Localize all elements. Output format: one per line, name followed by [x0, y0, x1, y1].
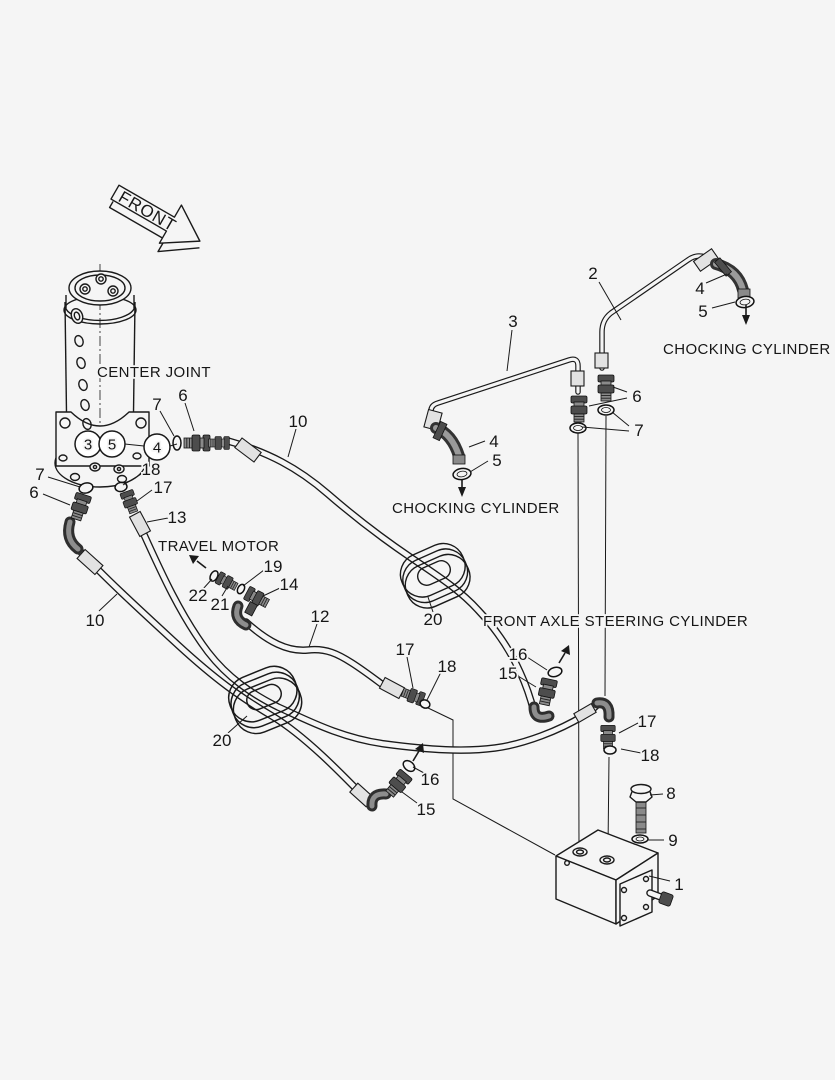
valve-boss	[619, 869, 653, 927]
part-callout-15: 15	[417, 800, 436, 819]
part-callout-7: 7	[152, 395, 161, 414]
part-callout-2: 2	[588, 264, 597, 283]
o-ring-7-center-joint	[172, 435, 182, 451]
part-callout-17: 17	[638, 712, 657, 731]
fitting-6-lower-left	[67, 491, 93, 523]
part-callout-5: 5	[698, 302, 707, 321]
fitting-6-at-center-joint	[183, 434, 211, 452]
washer-9	[631, 834, 649, 844]
chocking-cylinder-label-right: CHOCKING CYLINDER	[663, 341, 831, 358]
fitting-15-upper	[536, 677, 558, 707]
fitting-6-pipe3	[570, 395, 588, 423]
part-callout-9: 9	[668, 831, 677, 850]
part-callout-12: 12	[311, 607, 330, 626]
arrow-to-steering-cylinder-lower	[412, 743, 424, 762]
part-callout-3: 3	[508, 312, 517, 331]
part-callout-7: 7	[634, 421, 643, 440]
part-callout-10: 10	[86, 611, 105, 630]
part-callout-19: 19	[264, 557, 283, 576]
arrow-to-steering-cylinder-upper	[558, 645, 570, 664]
part-callout-20: 20	[424, 610, 443, 629]
circled-callout-5	[98, 430, 126, 458]
part-callout-5: 5	[492, 451, 501, 470]
valve-stub	[658, 891, 674, 907]
part-callout-20: 20	[213, 731, 232, 750]
circled-callout-4	[143, 433, 171, 461]
part-callout-15: 15	[499, 664, 518, 683]
part-callout-17: 17	[154, 478, 173, 497]
part-callout-10: 10	[289, 412, 308, 431]
part-callout-22: 22	[189, 586, 208, 605]
part-callout-4: 4	[489, 432, 498, 451]
part-callout-18: 18	[438, 657, 457, 676]
circled-callout-label-5: 5	[108, 437, 116, 454]
part-callout-16: 16	[509, 645, 528, 664]
arrow-to-chocking-cylinder-left	[458, 480, 466, 497]
front-arrow: FRONT	[108, 184, 201, 253]
pipe-3	[428, 356, 581, 420]
fitting-6-pipe2	[597, 374, 615, 402]
chocking-cylinder-label-left: CHOCKING CYLINDER	[392, 500, 560, 517]
direction-arrows	[189, 305, 750, 762]
hoses	[75, 437, 602, 808]
part-callout-6: 6	[178, 386, 187, 405]
center-joint-port-right	[113, 464, 125, 474]
ferrules	[76, 248, 720, 808]
part-callout-14: 14	[280, 575, 299, 594]
hose-end-elbows	[63, 516, 615, 812]
arrow-to-chocking-cylinder-right	[742, 305, 750, 325]
hose-10-upper	[224, 437, 538, 716]
fitting-17-center-joint	[119, 488, 141, 516]
part-callout-13: 13	[168, 508, 187, 527]
part-callout-7: 7	[35, 465, 44, 484]
part-callout-6: 6	[632, 387, 641, 406]
center-joint-label: CENTER JOINT	[97, 364, 211, 381]
hose-13	[137, 524, 602, 754]
part-callout-21: 21	[211, 595, 230, 614]
pipes	[428, 253, 719, 420]
front-axle-steering-cylinder-label: FRONT AXLE STEERING CYLINDER	[483, 613, 748, 630]
part-callout-18: 18	[142, 460, 161, 479]
bolt-8	[629, 783, 653, 834]
arrow-to-travel-motor	[189, 555, 207, 569]
fitting-17-right	[600, 724, 616, 750]
travel-motor-label: TRAVEL MOTOR	[158, 538, 279, 555]
circled-callout-label-3: 3	[84, 437, 92, 454]
center-joint-port-left	[89, 462, 101, 472]
front-arrow-label: FRONT	[115, 187, 180, 235]
part-callout-17: 17	[396, 640, 415, 659]
leader-lines	[42, 273, 736, 882]
part-callout-1: 1	[674, 875, 683, 894]
part-callout-8: 8	[666, 784, 675, 803]
o-ring-22	[209, 570, 219, 582]
circled-callout-label-4: 4	[153, 440, 161, 457]
part-callout-18: 18	[641, 746, 660, 765]
hose-12	[242, 618, 391, 692]
fittings	[67, 374, 616, 800]
part-callout-6: 6	[29, 483, 38, 502]
part-callout-16: 16	[421, 770, 440, 789]
o-ring-19	[236, 583, 246, 595]
valve-block	[555, 783, 674, 927]
part-callout-4: 4	[695, 279, 704, 298]
